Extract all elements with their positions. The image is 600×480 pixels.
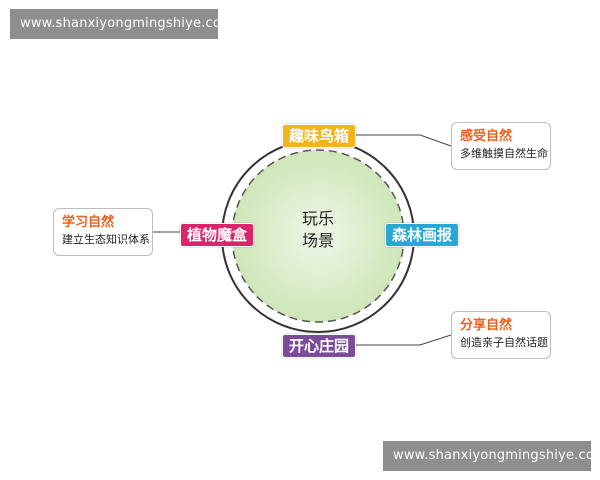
- tag-top: 趣味鸟箱: [282, 124, 356, 148]
- watermark-top: www.shanxiyongmingshiye.com: [10, 9, 234, 39]
- callout-left-text: 建立生态知识体系: [62, 233, 150, 246]
- center-label: 玩乐 场景: [270, 208, 366, 252]
- callout-bottom-right-title: 分享自然: [460, 318, 513, 333]
- callout-left: 学习自然 建立生态知识体系: [53, 208, 153, 256]
- callout-top-right: 感受自然 多维触摸自然生命: [451, 122, 551, 170]
- watermark-bottom: www.shanxiyongmingshiye.com: [383, 441, 600, 471]
- tag-bottom: 开心庄园: [282, 334, 356, 358]
- callout-top-right-title: 感受自然: [460, 129, 513, 144]
- callout-left-title: 学习自然: [62, 215, 115, 230]
- connector-bottom-right: [354, 334, 452, 346]
- tag-left: 植物魔盒: [180, 223, 254, 247]
- center-label-line2: 场景: [301, 231, 334, 250]
- callout-top-right-text: 多维触摸自然生命: [460, 147, 548, 160]
- tag-right: 森林画报: [385, 223, 459, 247]
- center-label-line1: 玩乐: [301, 209, 334, 228]
- callout-bottom-right-text: 创造亲子自然话题: [460, 336, 548, 349]
- callout-bottom-right: 分享自然 创造亲子自然话题: [451, 311, 551, 359]
- connector-top-right: [354, 134, 452, 147]
